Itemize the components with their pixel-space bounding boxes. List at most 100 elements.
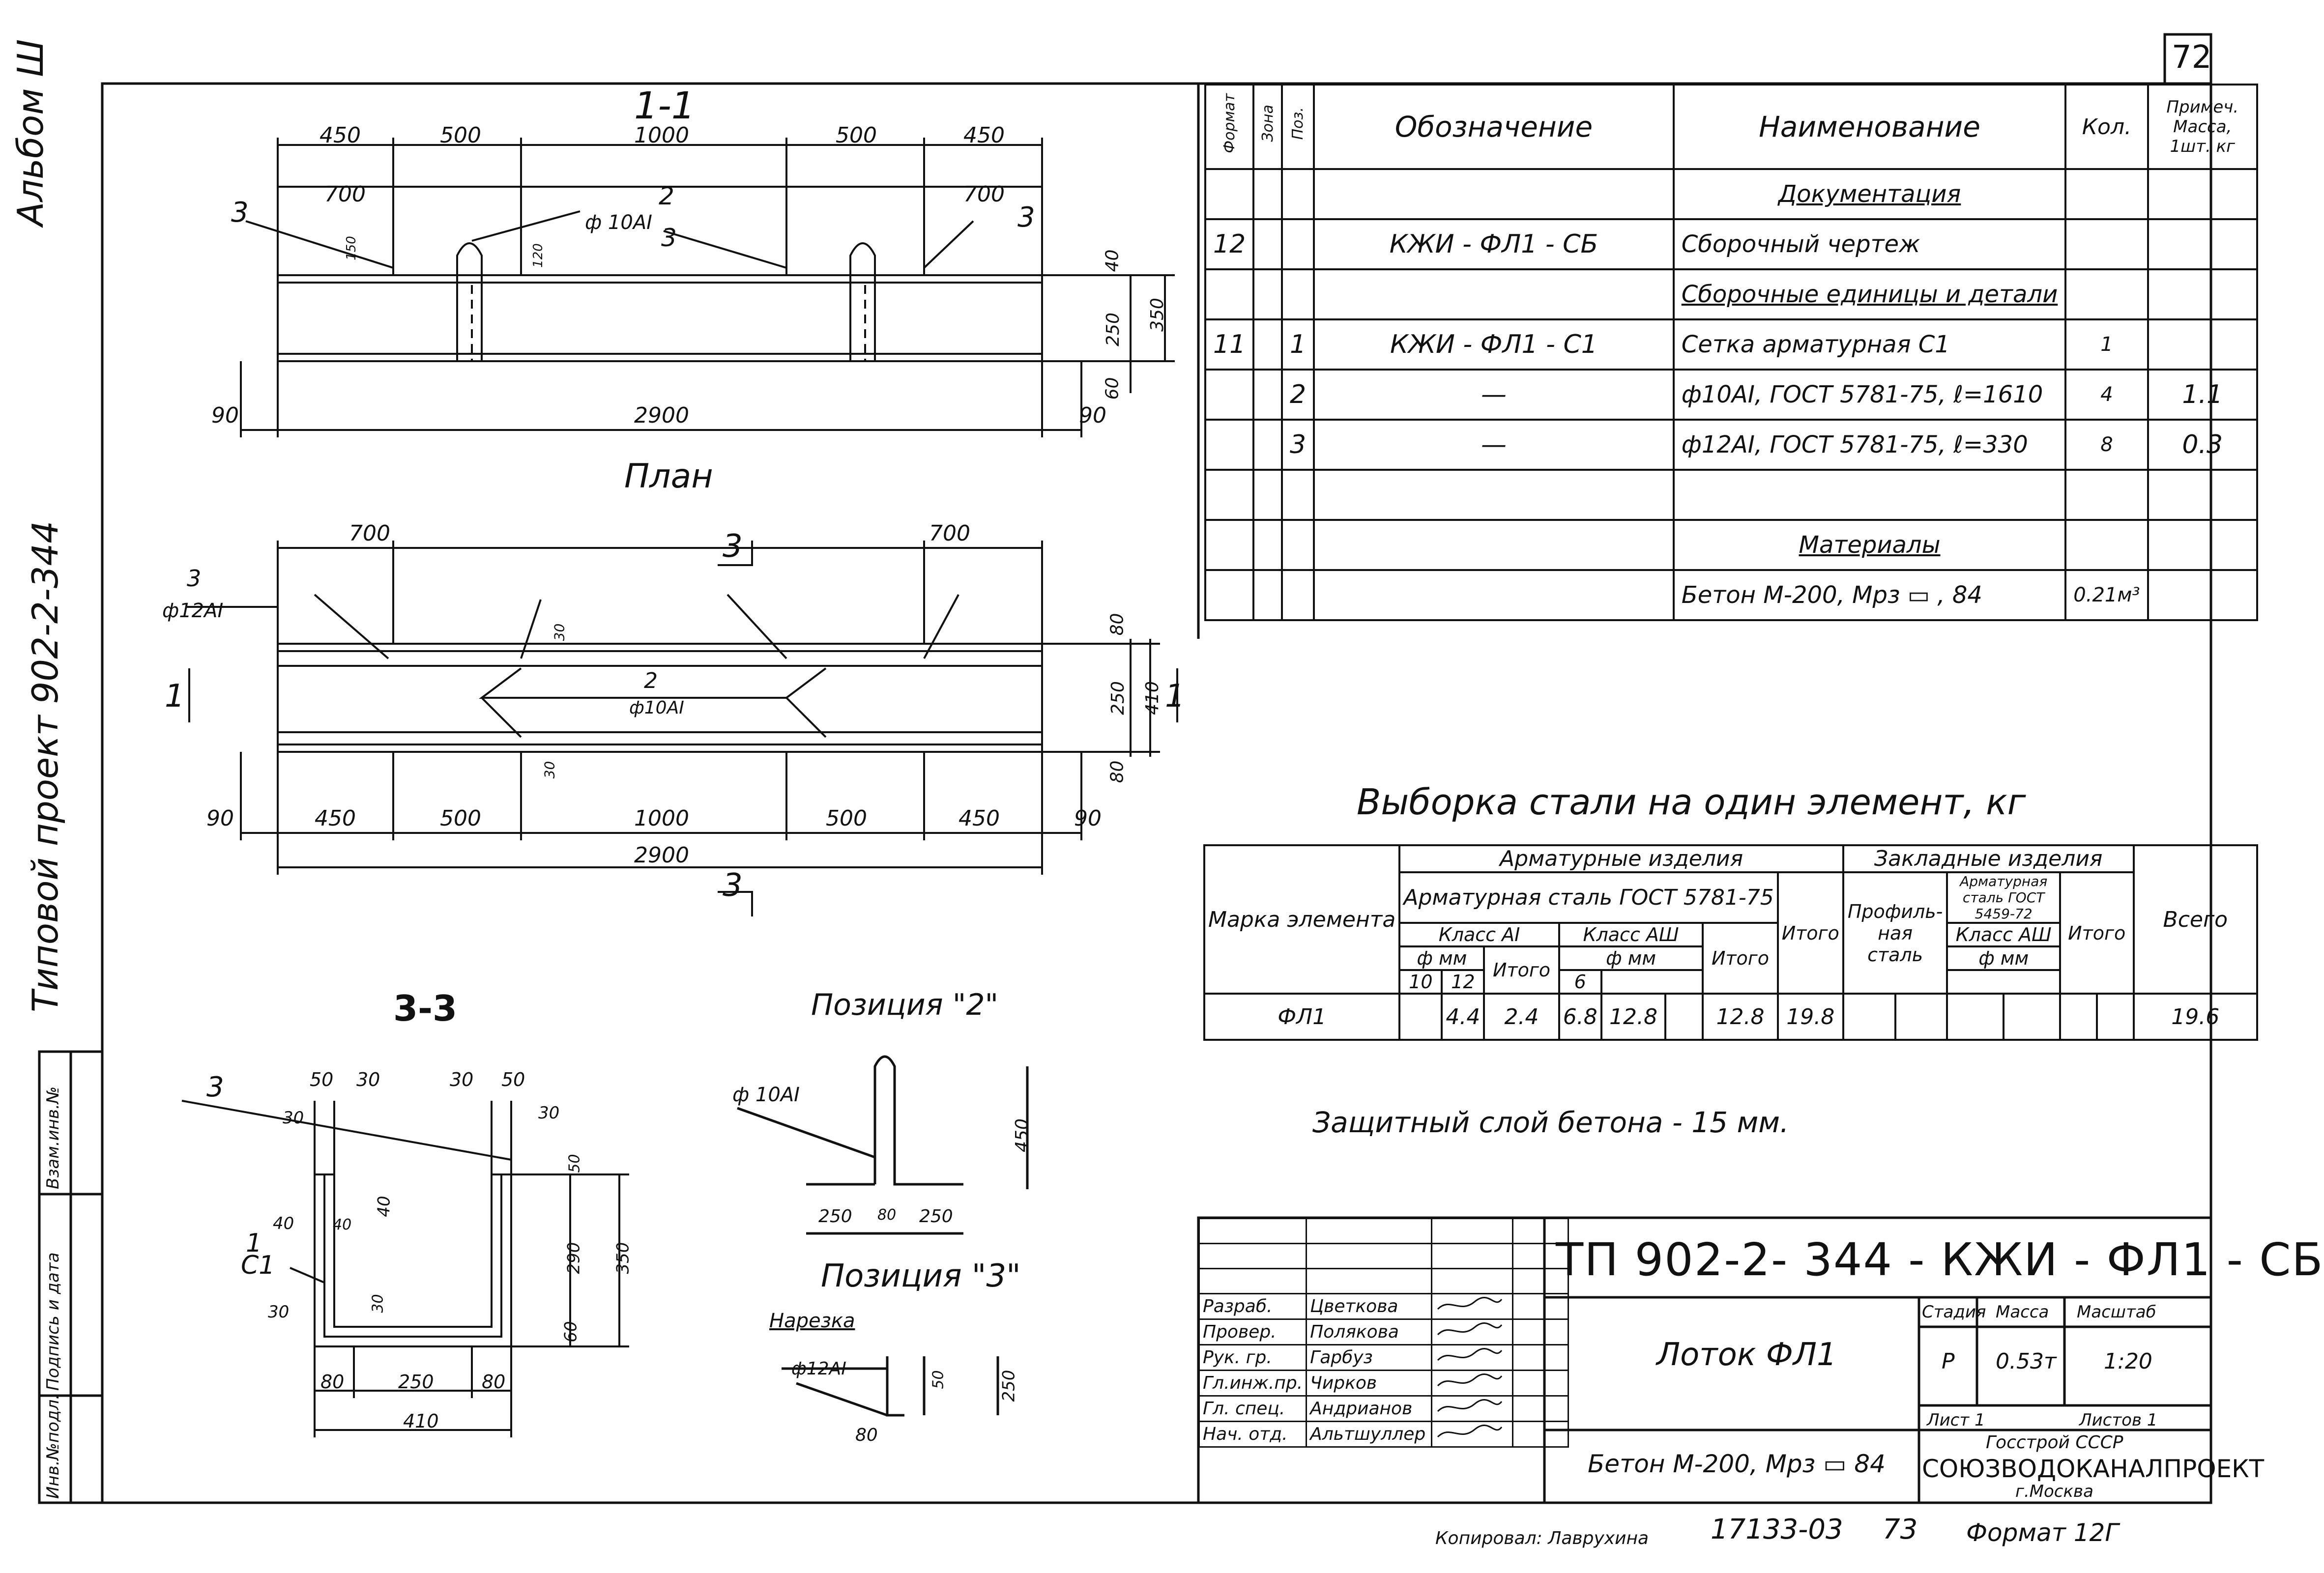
plan-drawing [187,541,1178,916]
spec-cell-zone [1252,218,1283,270]
steel-v10: 4.4 [1441,993,1485,1041]
dim: 50 [310,1069,334,1090]
callout: 3 [661,224,677,252]
sheet-value: Лист 1 [1927,1410,1985,1430]
spec-cell-qty [2064,469,2149,521]
dim: 2900 [634,403,689,428]
dim: 500 [440,123,481,148]
dim: 30 [283,1108,304,1128]
dim: 450 [959,806,1000,831]
staff-name: Полякова [1306,1318,1433,1345]
spec-cell-qty [2064,218,2149,270]
dim: 2900 [634,843,689,868]
spec-header: Зона [1252,84,1283,170]
dim: 500 [826,806,867,831]
spec-cell-note [2147,469,2259,521]
section-mark: 1 [1165,678,1185,715]
dim: 150 [344,236,359,260]
spec-cell-fmt: 11 [1204,318,1255,371]
staff-name: Цветкова [1306,1293,1433,1320]
position-3-title: Позиция "3" [821,1258,1021,1294]
spec-cell-qty [2064,168,2149,220]
spec-cell-name: Материалы [1672,519,2067,571]
spec-header: Примеч. Масса, 1шт. кг [2147,84,2259,170]
staff-row: Разраб.Цветкова [1198,1293,1569,1320]
project-label: Типовой проект 902-2-344 [25,520,66,1012]
staff-row: Гл.инж.пр.Чирков [1198,1370,1569,1397]
protective-layer-note: Защитный слой бетона - 15 мм. [1312,1106,1789,1139]
spec-cell-qty: 1 [2064,318,2149,371]
steel-header-phi: ф мм [1398,945,1485,971]
spec-cell-note: 1.1 [2147,369,2259,421]
spec-row [1204,469,2259,521]
rebar-label: ф 10AI [585,211,652,234]
steel-header-emb: Закладные изделия [1842,844,2135,873]
steel-blank [1398,993,1443,1041]
dim: 80 [855,1425,878,1445]
spec-cell-qty: 8 [2064,419,2149,471]
spec-cell-fmt [1204,168,1255,220]
specification-table: Формат Зона Поз. Обозначение Наименовани… [1204,84,2259,621]
stage-header: Стадия [1922,1302,1986,1322]
dim: 700 [963,182,1005,207]
plan-label: 3 [187,565,202,592]
dim: 500 [836,123,877,148]
stamp-label-inv: Инв.№подл. [43,1394,63,1499]
section-1-1-drawing [240,138,1175,437]
footer-format: Формат 12Г [1966,1518,2119,1547]
staff-role: Рук. гр. [1198,1344,1307,1371]
spec-cell-fmt: 12 [1204,218,1255,270]
staff-name: Альтшуллер [1306,1421,1433,1448]
dim: 30 [450,1069,474,1090]
staff-row: Гл. спец.Андрианов [1198,1395,1569,1422]
mass-header: Масса [1996,1302,2049,1322]
spec-cell-name [1672,469,2067,521]
spec-cell-name: Сборочные единицы и детали [1672,268,2067,320]
staff-name: Андрианов [1306,1395,1433,1422]
steel-header-class-aiii: Класс АШ [1558,922,1704,947]
position-3-note: Нарезка [769,1310,855,1332]
steel-header-itogo2: Итого [2059,871,2135,995]
steel-header-profile: Профиль-ная сталь [1842,871,1948,995]
dim: 450 [315,806,356,831]
dim: 700 [929,521,970,546]
dim: 250 [919,1206,953,1227]
org-city: г.Москва [2015,1482,2093,1501]
steel-header-itogo: Итого [1483,945,1560,995]
spec-cell-code [1313,168,1675,220]
staff-name: Чирков [1306,1370,1433,1397]
spec-cell-zone [1252,569,1283,621]
dim: 250 [1103,313,1123,346]
dim: 80 [1107,760,1128,783]
dim: 60 [561,1321,581,1343]
dim: 50 [566,1154,583,1173]
dim: 700 [324,182,366,207]
staff-row: Нач. отд.Альтшуллер [1198,1421,1569,1448]
page-number: 72 [2172,39,2212,76]
spec-cell-pos [1281,218,1315,270]
spec-row: Документация [1204,168,2259,220]
dim: 30 [268,1302,290,1322]
dim: 290 [564,1242,584,1274]
steel-total: 19.6 [2132,993,2259,1041]
spec-cell-note [2147,168,2259,220]
section-3-3-title: 3-3 [393,988,458,1029]
spec-cell-fmt [1204,419,1255,471]
dim: 1000 [634,806,689,831]
steel-itogo1: 6.8 [1558,993,1602,1041]
callout: 3 [231,197,249,229]
staff-signature [1431,1318,1514,1345]
spec-cell-name: ф10AI, ГОСТ 5781-75, ℓ=1610 [1672,369,2067,421]
dim: 80 [320,1371,345,1393]
dim: 90 [1079,403,1106,428]
steel-table-title: Выборка стали на один элемент, кг [1357,781,2026,823]
spec-cell-note: 0.3 [2147,419,2259,471]
spec-cell-note [2147,519,2259,571]
album-label: Альбом Ш [10,39,51,226]
spec-header: Обозначение [1313,84,1675,170]
spec-cell-pos: 1 [1281,318,1315,371]
dim: 30 [538,1103,560,1123]
